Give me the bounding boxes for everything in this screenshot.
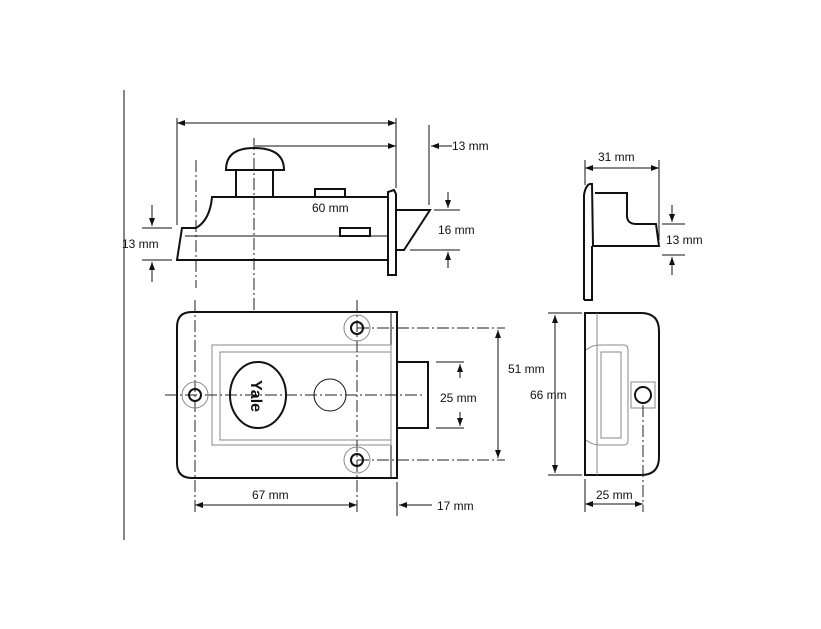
keep-side-view: 31 mm 13 mm — [583, 150, 703, 301]
screw-spacing-label: 51 mm — [508, 362, 545, 376]
yale-badge — [229, 361, 287, 429]
yale-logo-text: Yale — [247, 380, 264, 412]
bolt-height-label: 16 mm — [438, 223, 475, 237]
keep-height-label: 66 mm — [530, 388, 567, 402]
lock-top-view: 13 mm 60 mm 13 mm 16 mm — [122, 118, 489, 310]
keep-body — [584, 312, 660, 476]
screw-hole-left — [181, 381, 209, 409]
latch-bolt-front — [396, 361, 429, 429]
keep-profile — [583, 182, 661, 300]
screw-hole-bottom — [343, 446, 371, 474]
knob-to-plate-label: 60 mm — [312, 201, 349, 215]
keep-width-label: 25 mm — [596, 488, 633, 502]
keep-depth-label: 31 mm — [598, 150, 635, 164]
lock-front-view: Yale 51 mm 25 mm 67 mm 17 mm — [165, 300, 545, 516]
keep-screw-hole — [634, 386, 652, 404]
backset-label: 67 mm — [252, 488, 289, 502]
bolt-throw-label: 17 mm — [437, 499, 474, 513]
spindle-hole — [313, 378, 347, 412]
keep-front-view: 66 mm 25 mm — [530, 312, 660, 512]
screw-hole-top — [343, 314, 371, 342]
bolt-projection-label: 13 mm — [452, 139, 489, 153]
bolt-face-height-label: 25 mm — [440, 391, 477, 405]
knob — [224, 146, 286, 171]
keep-step-label: 13 mm — [666, 233, 703, 247]
lock-case — [176, 311, 398, 479]
forend-plate — [387, 188, 397, 276]
base-height-label: 13 mm — [122, 237, 159, 251]
latch-bolt — [396, 209, 432, 251]
